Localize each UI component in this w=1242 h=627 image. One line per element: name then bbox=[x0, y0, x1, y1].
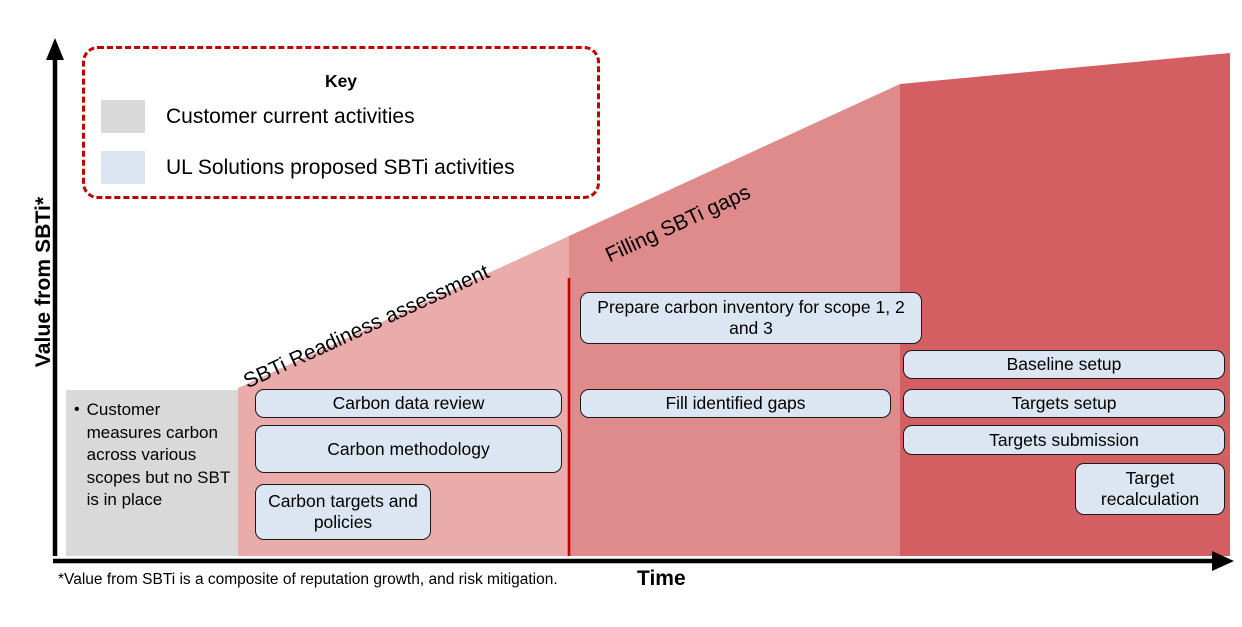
activity-baseline-setup[interactable]: Baseline setup bbox=[903, 350, 1225, 379]
activity-fill-identified-gaps[interactable]: Fill identified gaps bbox=[580, 389, 891, 418]
key-label-customer-activities: Customer current activities bbox=[166, 104, 415, 128]
activity-targets-submission[interactable]: Targets submission bbox=[903, 425, 1225, 455]
key-label-ul-activities: UL Solutions proposed SBTi activities bbox=[166, 155, 515, 179]
key-title: Key bbox=[324, 71, 358, 91]
activity-carbon-methodology[interactable]: Carbon methodology bbox=[255, 425, 562, 473]
customer-state-text: Customer measures carbon across various … bbox=[86, 400, 230, 509]
key-item-ul-activities: UL Solutions proposed SBTi activities bbox=[101, 151, 515, 184]
activity-carbon-targets-policies[interactable]: Carbon targets and policies bbox=[255, 484, 431, 540]
activity-prepare-carbon-inventory[interactable]: Prepare carbon inventory for scope 1, 2 … bbox=[580, 292, 922, 344]
activity-carbon-data-review[interactable]: Carbon data review bbox=[255, 389, 562, 418]
y-axis-label: Value from SBTi* bbox=[32, 196, 55, 368]
footnote-text: *Value from SBTi is a composite of reput… bbox=[58, 571, 558, 588]
activity-targets-setup[interactable]: Targets setup bbox=[903, 389, 1225, 418]
bullet-icon: • bbox=[74, 401, 80, 418]
key-legend-box: Key Customer current activities UL Solut… bbox=[82, 46, 600, 199]
customer-bullet-row: • Customer measures carbon across variou… bbox=[74, 399, 232, 512]
activity-target-recalculation[interactable]: Target recalculation bbox=[1075, 463, 1225, 515]
customer-current-state-block: • Customer measures carbon across variou… bbox=[66, 390, 238, 556]
x-axis-label: Time bbox=[637, 567, 686, 590]
key-item-customer-activities: Customer current activities bbox=[101, 100, 415, 133]
key-swatch-blue bbox=[101, 151, 145, 184]
key-swatch-gray bbox=[101, 100, 145, 133]
